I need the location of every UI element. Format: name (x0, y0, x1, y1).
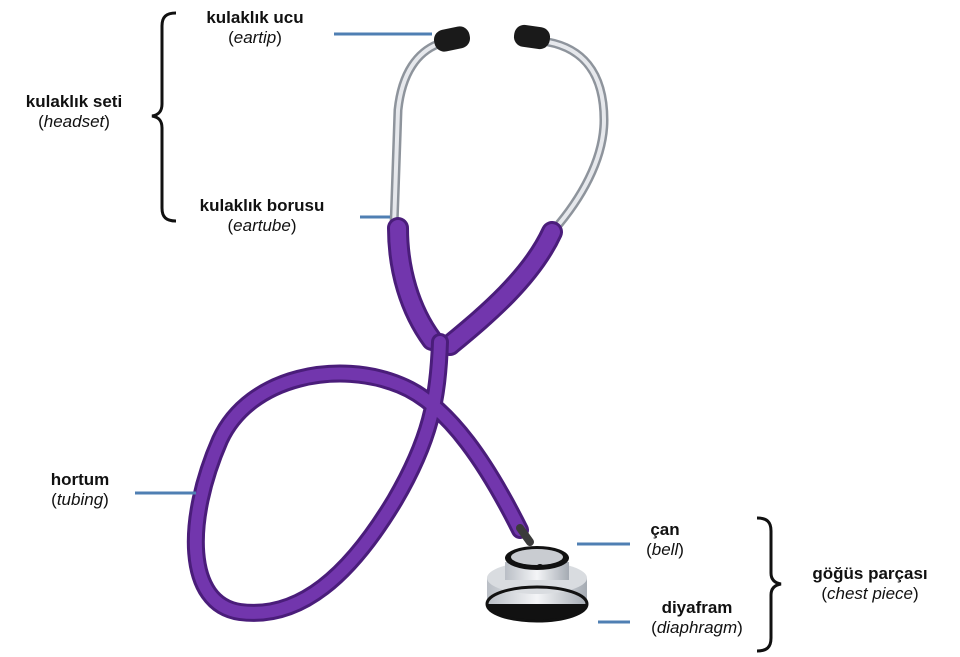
label-eartube: kulaklık borusu (eartube) (176, 196, 348, 237)
label-chest-piece-tr: göğüs parçası (790, 564, 950, 584)
label-chest-piece: göğüs parçası (chest piece) (790, 564, 950, 605)
label-headset: kulaklık seti (headset) (4, 92, 144, 133)
label-eartube-tr: kulaklık borusu (176, 196, 348, 216)
label-eartip: kulaklık ucu (eartip) (185, 8, 325, 49)
label-headset-tr: kulaklık seti (4, 92, 144, 112)
chest-piece-icon (487, 546, 587, 622)
eartube-metal (394, 42, 604, 230)
label-tubing-tr: hortum (30, 470, 130, 490)
label-bell: çan (bell) (630, 520, 700, 561)
label-bell-tr: çan (630, 520, 700, 540)
label-headset-en: headset (44, 112, 105, 131)
label-diaphragm-tr: diyafram (632, 598, 762, 618)
label-diaphragm-en: diaphragm (657, 618, 737, 637)
label-eartube-en: eartube (233, 216, 291, 235)
label-bell-en: bell (652, 540, 678, 559)
eartip-icon (432, 24, 551, 54)
headset-bracket (152, 13, 176, 221)
label-chest-piece-en: chest piece (827, 584, 913, 603)
label-diaphragm: diyafram (diaphragm) (632, 598, 762, 639)
label-eartip-en: eartip (234, 28, 277, 47)
label-tubing-en: tubing (57, 490, 103, 509)
tubing-shape (196, 228, 552, 613)
label-eartip-tr: kulaklık ucu (185, 8, 325, 28)
label-tubing: hortum (tubing) (30, 470, 130, 511)
